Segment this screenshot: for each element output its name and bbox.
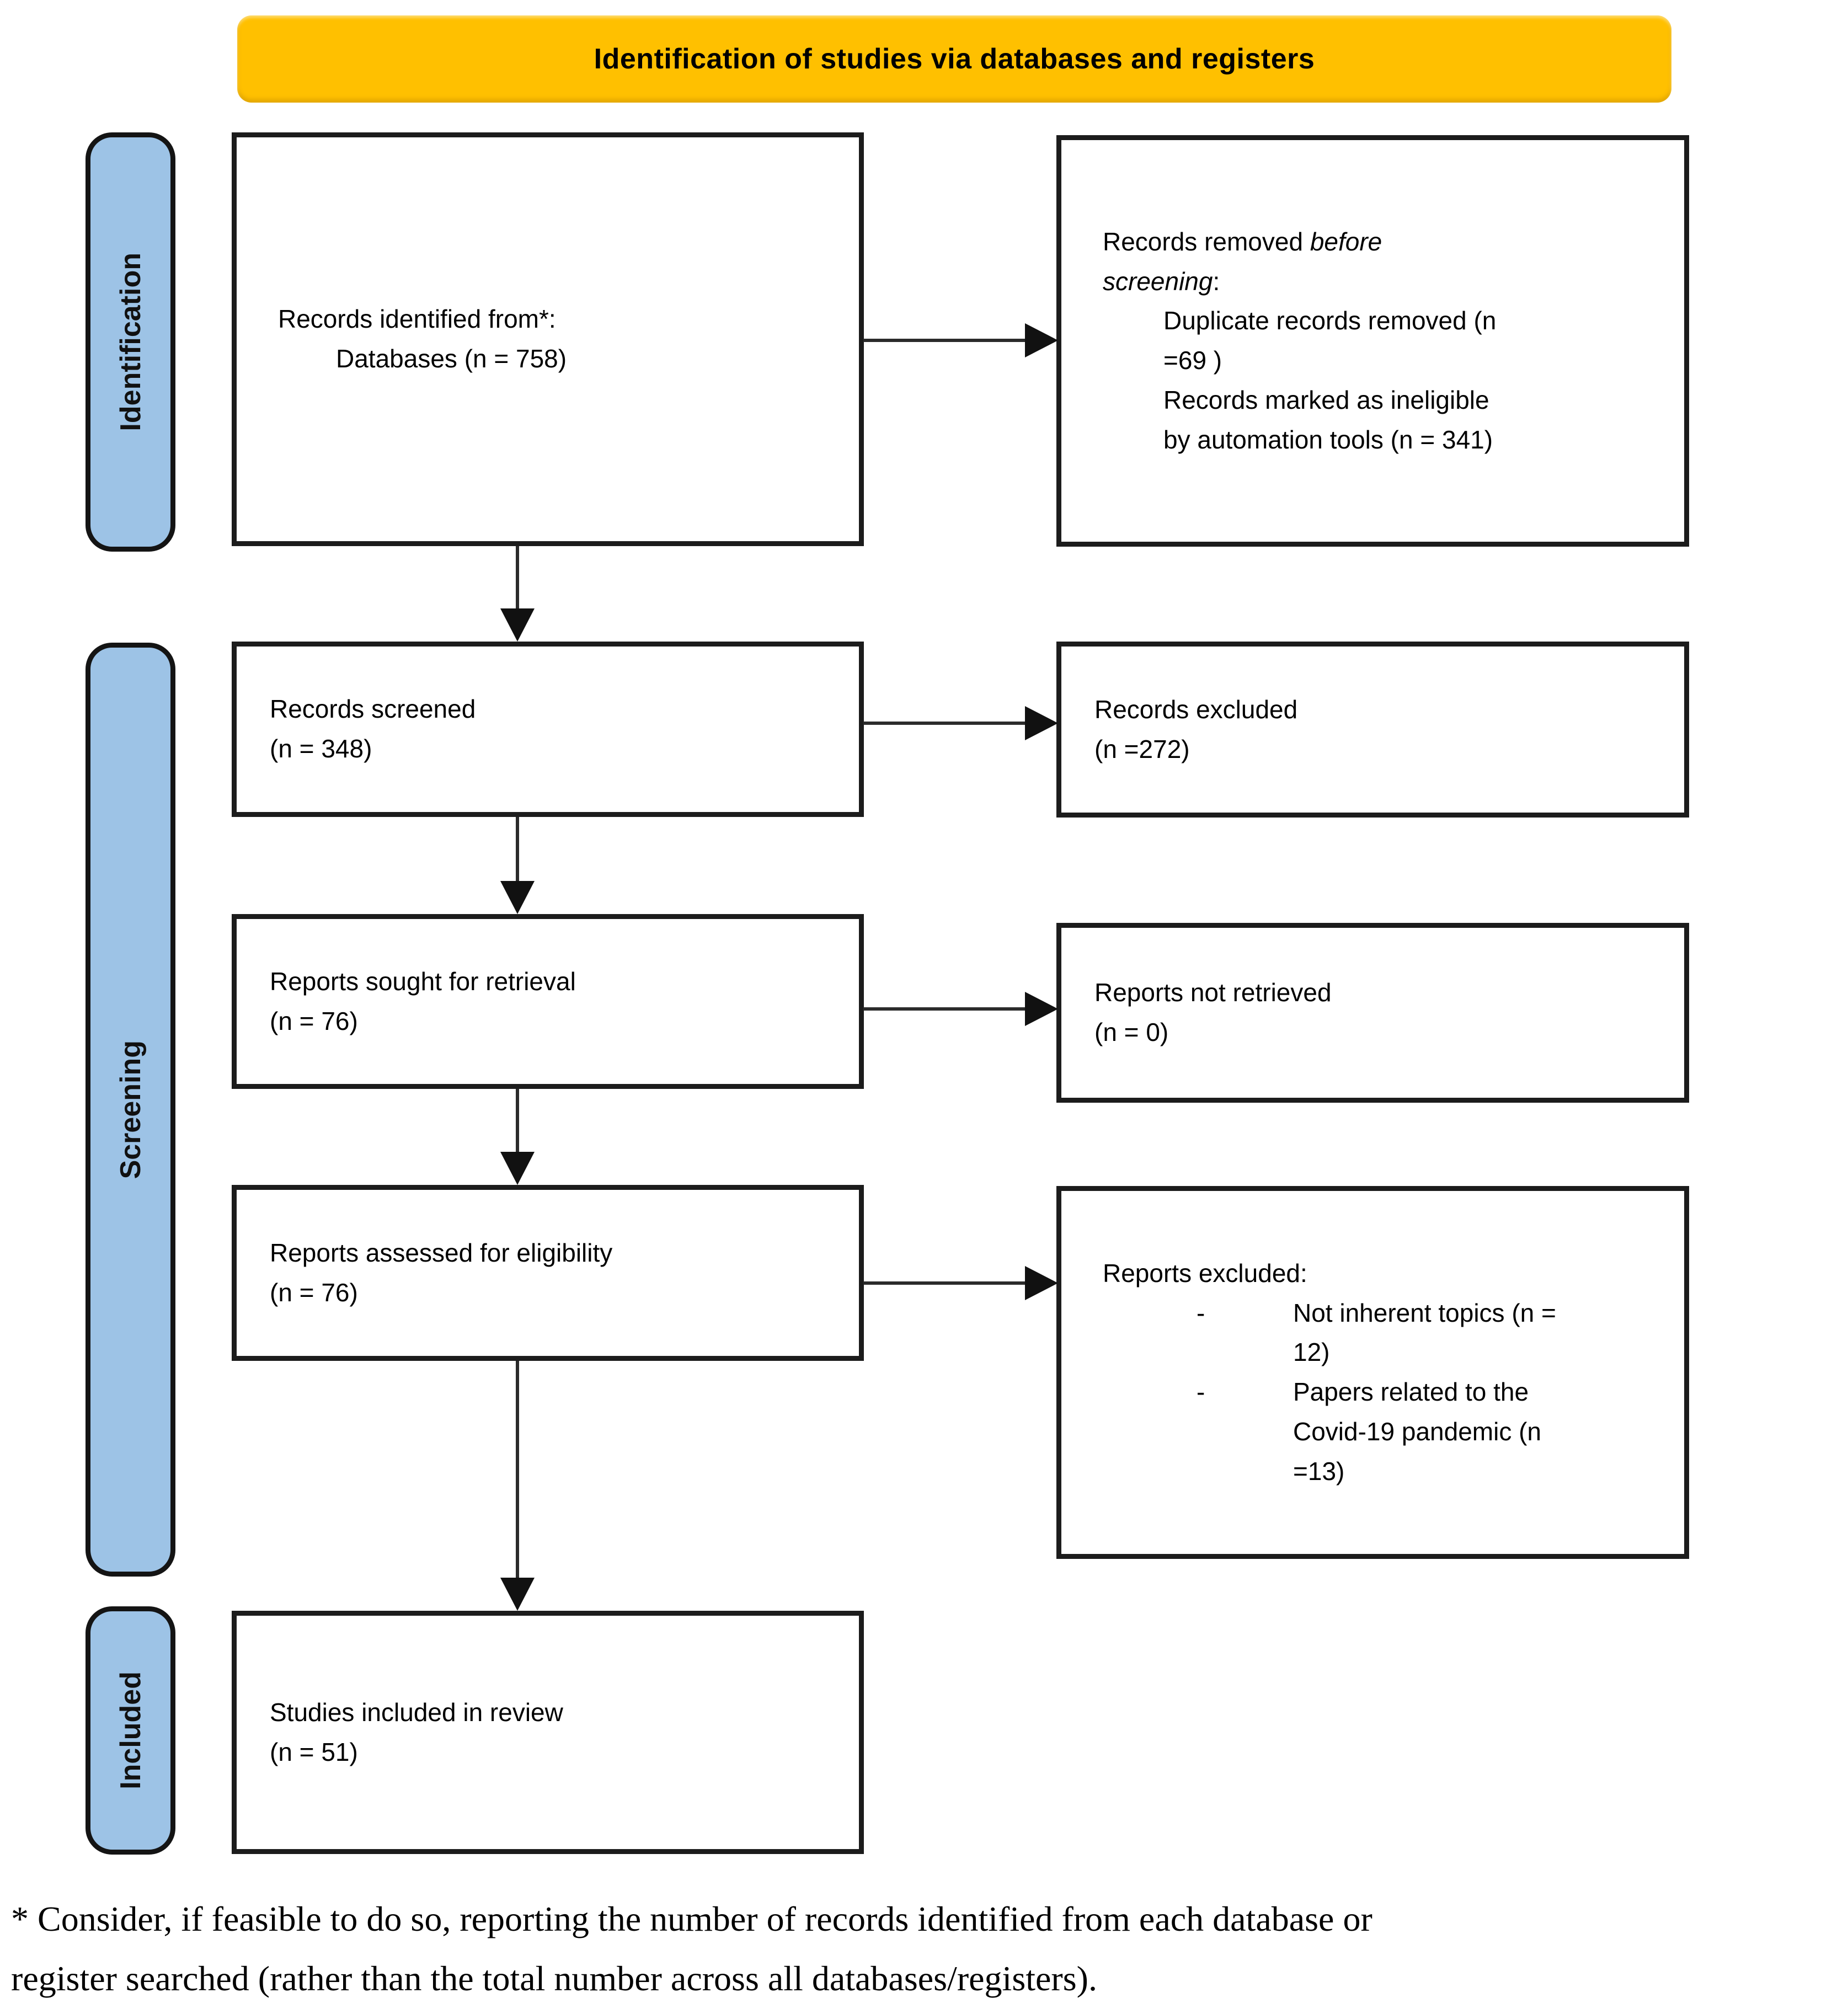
arrow-screened-to-sought-head [500, 881, 535, 914]
arrow-identified-to-screened-head [500, 608, 535, 642]
bullet-dash-icon: - [1197, 1377, 1205, 1406]
box-records-excluded-line2: (n =272) [1094, 734, 1190, 763]
arrow-screened-to-sought-line [516, 817, 519, 883]
records-removed-item-duplicates: Duplicate records removed (n =69 ) [1163, 306, 1497, 375]
records-removed-intro-italic-1: before [1310, 227, 1382, 256]
box-reports-not-retrieved-line1: Reports not retrieved [1094, 978, 1332, 1007]
box-records-identified-line1: Records identified from*: [278, 304, 556, 334]
box-records-removed-intro: Records removed before screening: [1103, 222, 1651, 302]
box-reports-assessed-line1: Reports assessed for eligibility [270, 1238, 613, 1267]
box-reports-sought: Reports sought for retrieval (n = 76) [232, 914, 864, 1089]
box-studies-included-line2: (n = 51) [270, 1737, 358, 1766]
header-banner: Identification of studies via databases … [237, 15, 1671, 103]
stage-label-screening: Screening [114, 1040, 147, 1179]
records-removed-item-automation: Records marked as ineligible by automati… [1163, 385, 1493, 454]
box-reports-excluded: Reports excluded: - Not inherent topics … [1056, 1186, 1689, 1559]
box-reports-assessed-line2: (n = 76) [270, 1278, 358, 1307]
arrow-sought-to-notretrieved-line [863, 1007, 1027, 1011]
page-title: Identification of studies via databases … [594, 43, 1315, 75]
stage-bar-screening: Screening [86, 643, 175, 1577]
stage-label-identification: Identification [114, 253, 147, 431]
arrow-identified-to-screened-line [516, 546, 519, 611]
arrow-screened-to-excluded-line [863, 722, 1027, 725]
box-reports-not-retrieved: Reports not retrieved (n = 0) [1056, 923, 1689, 1103]
arrow-sought-to-notretrieved-head [1025, 992, 1058, 1026]
arrow-assessed-to-included-line [516, 1361, 519, 1580]
box-records-excluded-line1: Records excluded [1094, 695, 1298, 724]
box-records-excluded: Records excluded (n =272) [1056, 642, 1689, 818]
records-removed-intro-colon: : [1213, 266, 1220, 296]
arrow-identified-to-removed-line [863, 339, 1027, 342]
box-records-screened: Records screened (n = 348) [232, 642, 864, 817]
stage-bar-identification: Identification [86, 132, 175, 552]
arrow-assessed-to-reportsexcluded-line [863, 1281, 1027, 1285]
bullet-dash-icon: - [1197, 1298, 1205, 1327]
footnote: * Consider, if feasible to do so, report… [11, 1889, 1842, 2008]
box-studies-included: Studies included in review (n = 51) [232, 1611, 864, 1854]
box-reports-excluded-title: Reports excluded: [1103, 1258, 1307, 1288]
reports-excluded-item-covid: - Papers related to the Covid-19 pandemi… [1197, 1372, 1659, 1491]
arrow-screened-to-excluded-head [1025, 706, 1058, 740]
box-reports-sought-line1: Reports sought for retrieval [270, 966, 576, 996]
arrow-sought-to-assessed-line [516, 1089, 519, 1154]
box-records-identified: Records identified from*: Databases (n =… [232, 132, 864, 546]
box-records-screened-line1: Records screened [270, 695, 476, 724]
stage-label-included: Included [114, 1671, 147, 1789]
box-reports-sought-line2: (n = 76) [270, 1006, 358, 1035]
box-records-identified-line2: Databases (n = 758) [336, 344, 567, 373]
stage-bar-included: Included [86, 1606, 175, 1855]
box-records-screened-line2: (n = 348) [270, 734, 372, 763]
arrow-identified-to-removed-head [1025, 323, 1058, 357]
records-removed-intro-italic-2: screening [1103, 266, 1213, 296]
reports-excluded-item-topics: - Not inherent topics (n = 12) [1197, 1294, 1659, 1373]
arrow-assessed-to-reportsexcluded-head [1025, 1266, 1058, 1300]
records-removed-intro-plain: Records removed [1103, 227, 1310, 256]
arrow-sought-to-assessed-head [500, 1152, 535, 1185]
footnote-line1: * Consider, if feasible to do so, report… [11, 1899, 1372, 1938]
box-studies-included-line1: Studies included in review [270, 1697, 563, 1727]
arrow-assessed-to-included-head [500, 1578, 535, 1611]
box-records-removed: Records removed before screening: Duplic… [1056, 135, 1689, 547]
footnote-line2: register searched (rather than the total… [11, 1958, 1097, 1998]
box-reports-not-retrieved-line2: (n = 0) [1094, 1018, 1169, 1046]
box-reports-assessed: Reports assessed for eligibility (n = 76… [232, 1185, 864, 1361]
